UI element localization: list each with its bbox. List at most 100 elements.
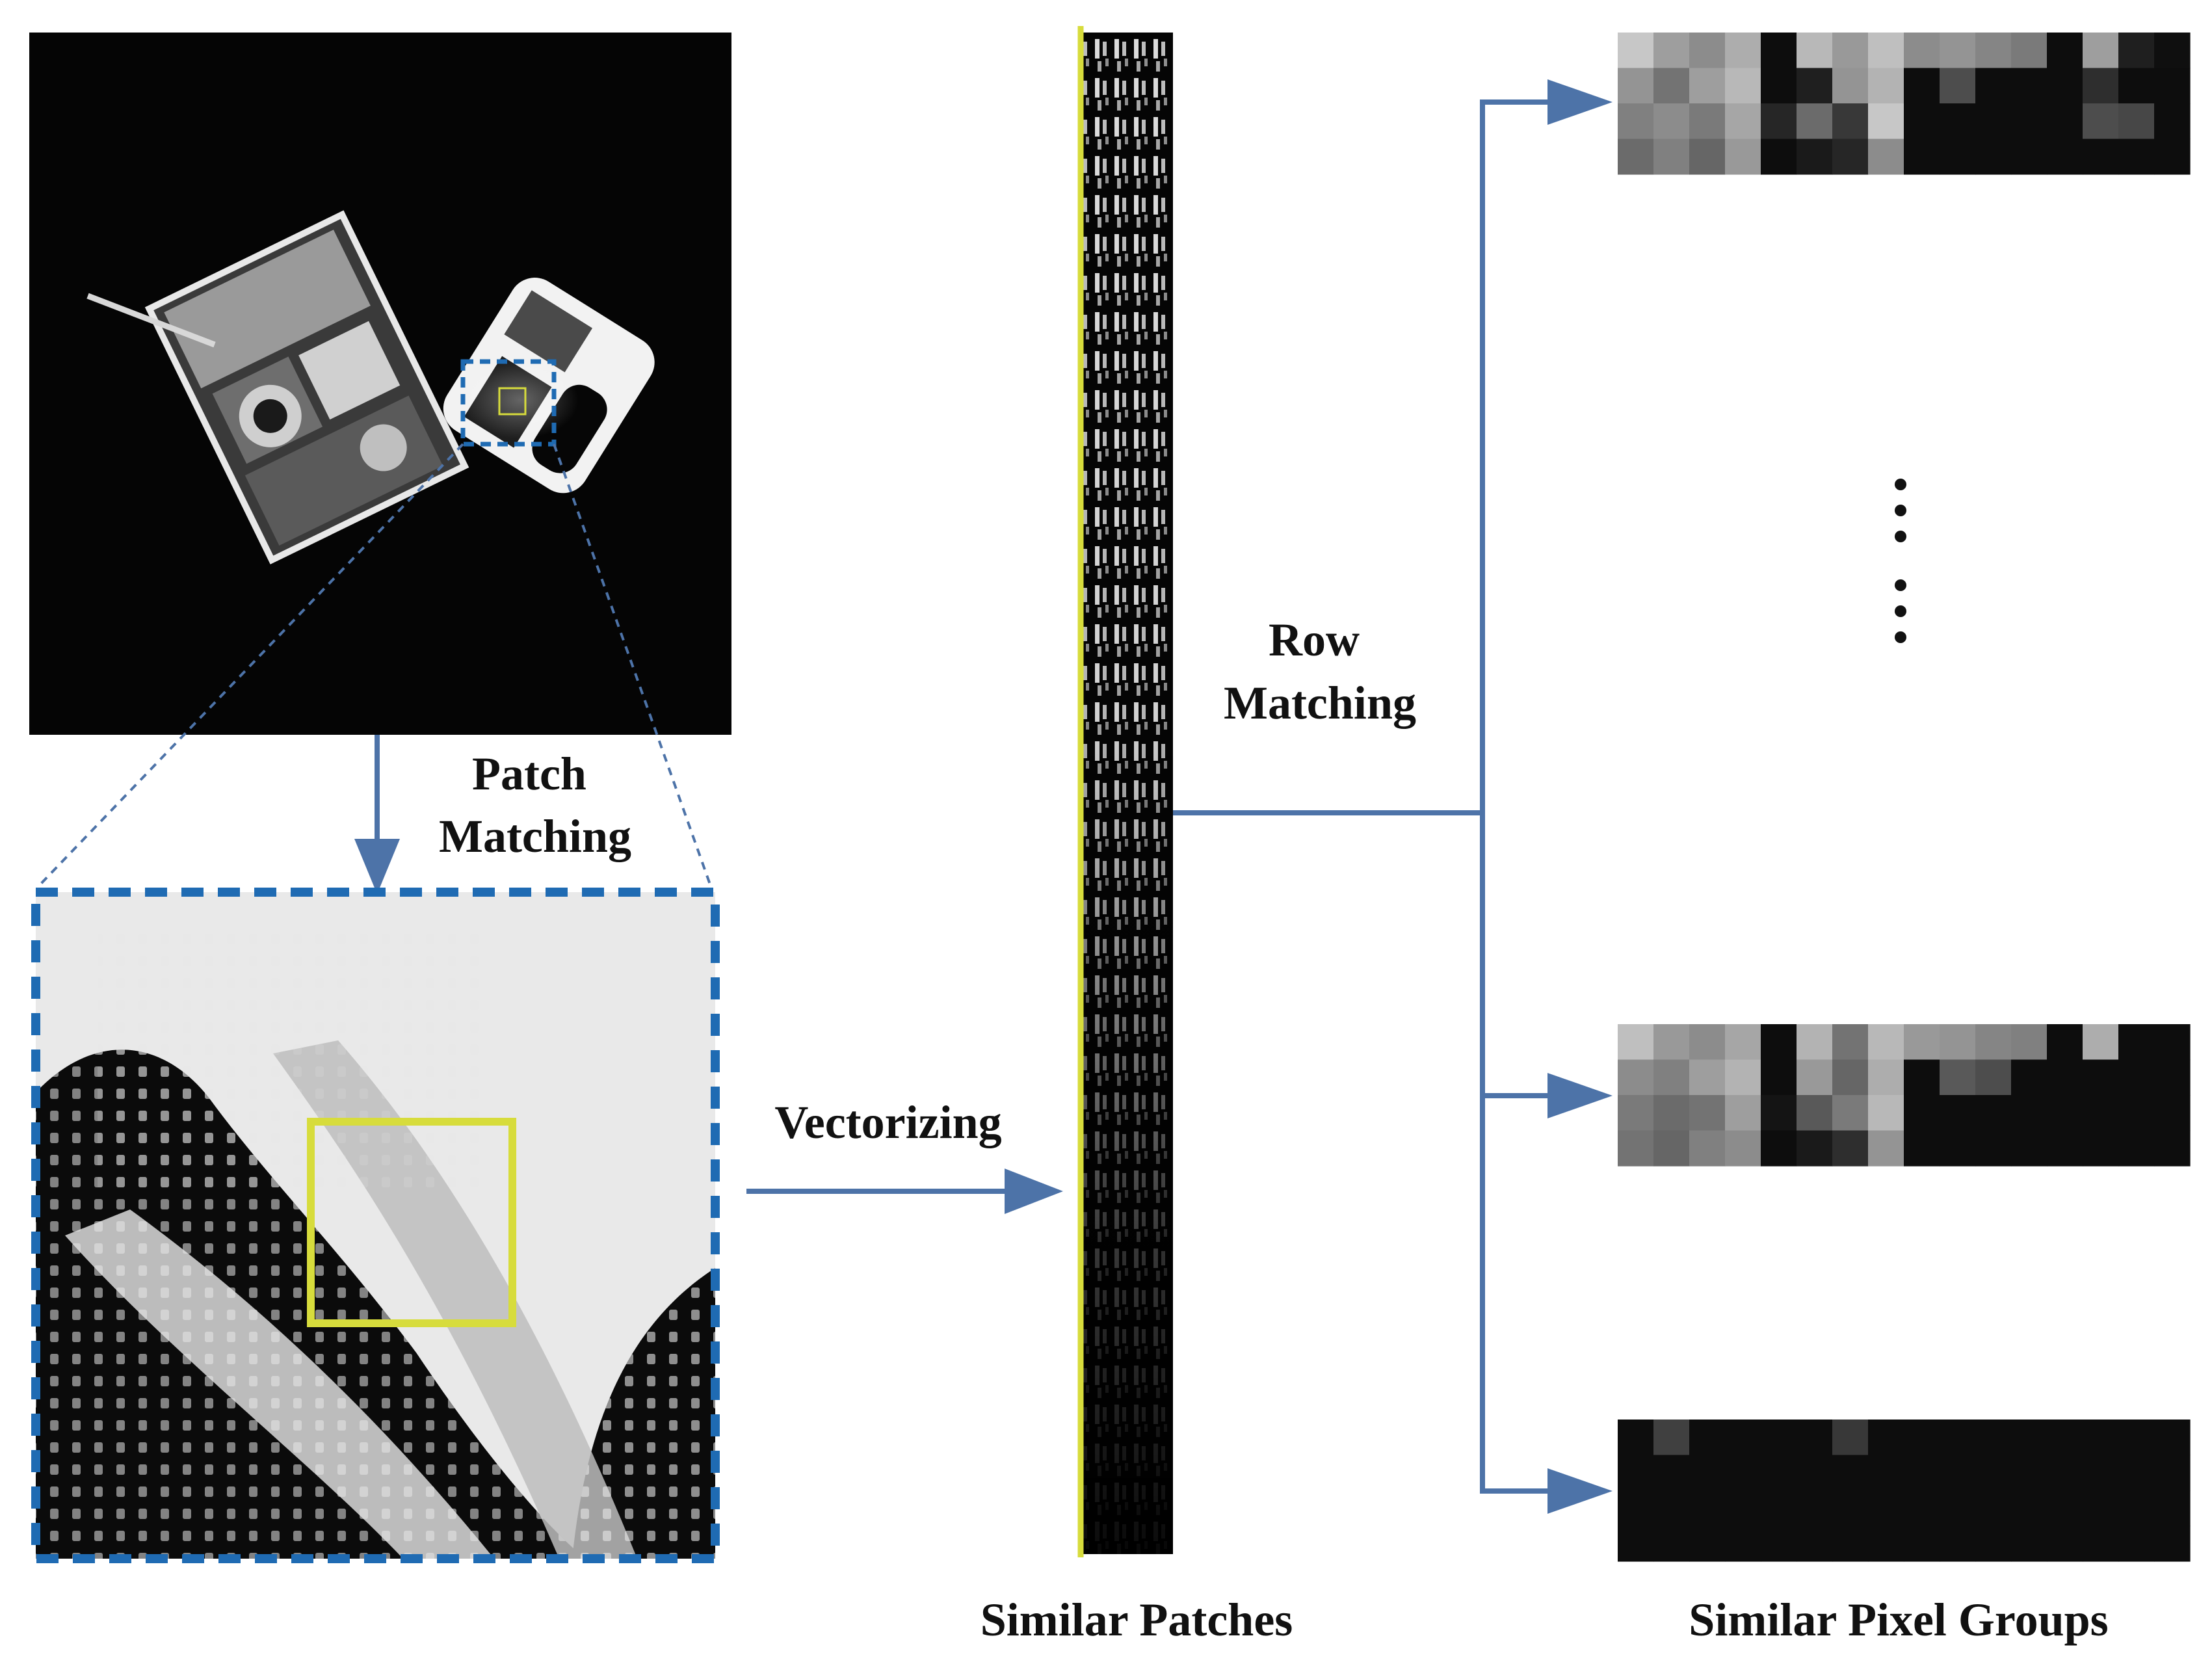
pixel-cell xyxy=(2011,1525,2047,1562)
pixel-cell xyxy=(2047,139,2083,175)
pixel-cell xyxy=(1689,103,1726,140)
pixel-cell xyxy=(1689,1420,1726,1456)
pixel-cell xyxy=(1689,1059,1726,1096)
source-image xyxy=(29,33,731,735)
pixel-cell xyxy=(1868,1024,1904,1061)
similar-patches-label: Similar Patches xyxy=(981,1594,1293,1646)
pixel-cell xyxy=(1725,1024,1761,1061)
pixel-cell xyxy=(1689,68,1726,104)
pixel-cell xyxy=(1975,139,2012,175)
pixel-cell xyxy=(1618,1024,1654,1061)
pixel-cell xyxy=(1975,1024,2012,1061)
pixel-cell xyxy=(1653,1455,1690,1491)
pixel-cell xyxy=(2118,103,2155,140)
pixel-cell xyxy=(1761,1420,1797,1456)
pixel-cell xyxy=(1797,103,1833,140)
pixel-cell xyxy=(1653,1525,1690,1562)
pixel-cell xyxy=(1940,1420,1976,1456)
pixel-cell xyxy=(1868,1095,1904,1131)
pixel-cell xyxy=(1832,1095,1869,1131)
pixel-cell xyxy=(2118,33,2155,69)
pixel-cell xyxy=(1904,1095,1940,1131)
ellipsis-icon xyxy=(1895,479,1906,643)
pixel-cell xyxy=(2011,68,2047,104)
pixel-cell xyxy=(2047,33,2083,69)
pixel-cell xyxy=(2047,103,2083,140)
pixel-cell xyxy=(1904,1130,1940,1167)
pixel-cell xyxy=(1940,1130,1976,1167)
pixel-cell xyxy=(2118,68,2155,104)
pixel-cell xyxy=(1904,68,1940,104)
pixel-cell xyxy=(2011,139,2047,175)
pixel-cell xyxy=(1940,68,1976,104)
pixel-cell xyxy=(2011,1130,2047,1167)
vectorizing-label: Vectorizing xyxy=(774,1096,1001,1148)
pixel-cell xyxy=(1797,1059,1833,1096)
pixel-cell xyxy=(1797,1490,1833,1527)
pixel-cell xyxy=(2083,1130,2119,1167)
pixel-cell xyxy=(2083,1024,2119,1061)
pixel-cell xyxy=(1904,33,1940,69)
pixel-cell xyxy=(1868,33,1904,69)
pixel-cell xyxy=(2083,139,2119,175)
pixel-cell xyxy=(2047,1525,2083,1562)
pixel-cell xyxy=(1761,1525,1797,1562)
pixel-cell xyxy=(1868,68,1904,104)
pixel-cell xyxy=(1940,1455,1976,1491)
pixel-cell xyxy=(1761,1130,1797,1167)
pixel-cell xyxy=(1797,1024,1833,1061)
pixel-cell xyxy=(1797,1130,1833,1167)
pixel-cell xyxy=(2154,1095,2191,1131)
patch-matching-label-line1: Patch xyxy=(472,748,586,800)
satellite-body-shape xyxy=(144,210,469,564)
zoom-highlight-box xyxy=(307,1118,516,1327)
pixel-cell xyxy=(1868,1455,1904,1491)
pixel-cell xyxy=(1653,139,1690,175)
pixel-cell xyxy=(1653,68,1690,104)
pixel-cell xyxy=(1868,1130,1904,1167)
pixel-cell xyxy=(1904,1059,1940,1096)
patch-matching-arrow xyxy=(354,735,400,894)
similar-patches-strip xyxy=(1077,26,1173,1557)
pixel-cell xyxy=(1904,1455,1940,1491)
pixel-cell xyxy=(1653,1420,1690,1456)
pixel-cell xyxy=(1618,1420,1654,1456)
pixel-cell xyxy=(2154,1455,2191,1491)
pixel-cell xyxy=(2154,1525,2191,1562)
pixel-cell xyxy=(2154,1059,2191,1096)
pixel-cell xyxy=(2083,1525,2119,1562)
pixel-cell xyxy=(1797,1525,1833,1562)
pixel-cell xyxy=(1618,139,1654,175)
pixel-cell xyxy=(1832,139,1869,175)
pixel-cell xyxy=(1725,1525,1761,1562)
pixel-cell xyxy=(1761,103,1797,140)
pixel-cell xyxy=(1761,1024,1797,1061)
pixel-cell xyxy=(1904,1420,1940,1456)
pixel-cell xyxy=(1761,33,1797,69)
pixel-cell xyxy=(1761,1455,1797,1491)
pixel-cell xyxy=(2118,1455,2155,1491)
pixel-cell xyxy=(1832,68,1869,104)
pixel-cell xyxy=(2083,1455,2119,1491)
pixel-cell xyxy=(1725,68,1761,104)
pixel-cell xyxy=(1761,1095,1797,1131)
pixel-cell xyxy=(2047,1420,2083,1456)
pixel-cell xyxy=(1689,1130,1726,1167)
pixel-cell xyxy=(2083,1420,2119,1456)
arrow-to-bottom-group xyxy=(1547,1468,1613,1514)
pixel-group-bottom xyxy=(1618,1420,2191,1562)
pixel-cell xyxy=(1689,1095,1726,1131)
pixel-cell xyxy=(2118,1024,2155,1061)
pixel-cell xyxy=(1975,1455,2012,1491)
patch-matching-label-line2: Matching xyxy=(439,810,631,862)
pixel-cell xyxy=(1618,1130,1654,1167)
pixel-cell xyxy=(1975,103,2012,140)
pixel-cell xyxy=(1689,33,1726,69)
pixel-cell xyxy=(1940,1024,1976,1061)
pixel-cell xyxy=(1725,1095,1761,1131)
pixel-cell xyxy=(1618,103,1654,140)
pixel-cell xyxy=(1761,1059,1797,1096)
pixel-cell xyxy=(2118,1525,2155,1562)
pixel-cell xyxy=(1618,33,1654,69)
